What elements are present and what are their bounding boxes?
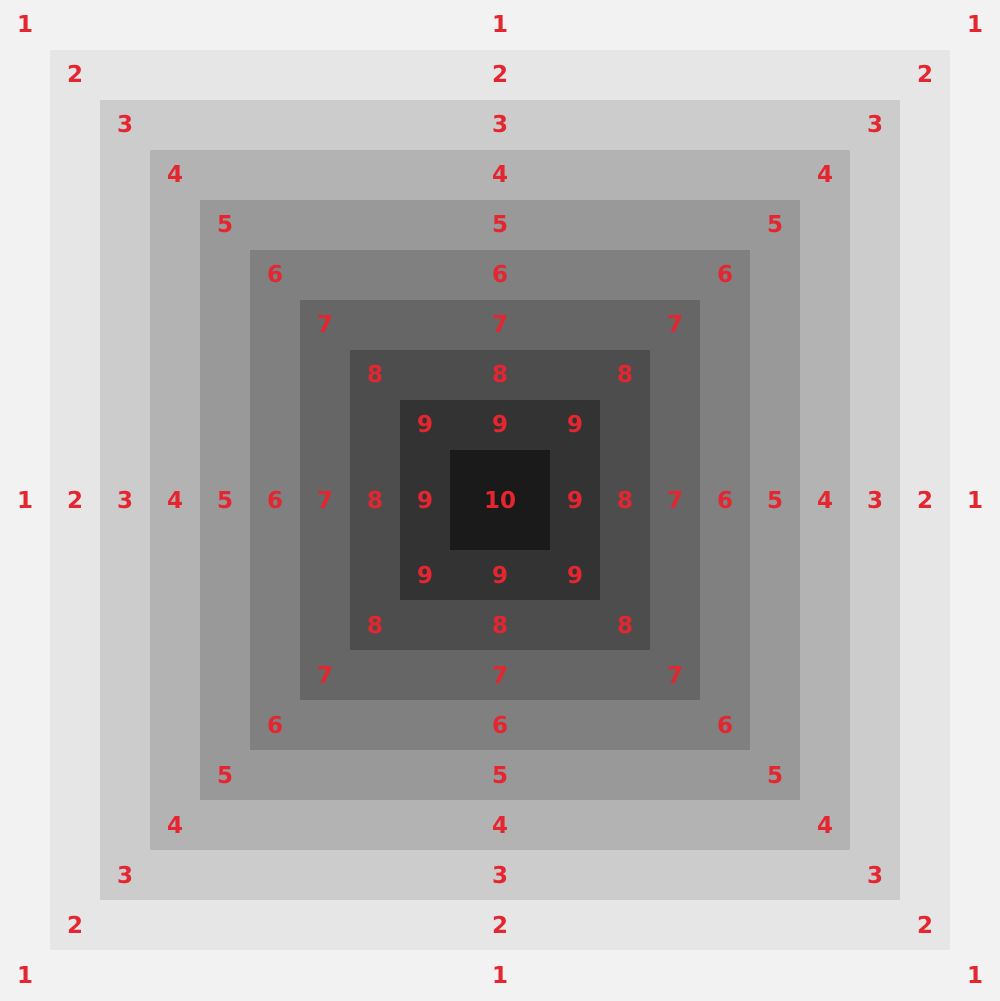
label-ring-9-left: 9 bbox=[395, 486, 455, 516]
label-ring-7-bottom: 7 bbox=[470, 661, 530, 691]
label-ring-3-bottom: 3 bbox=[470, 861, 530, 891]
label-ring-4-top-right: 4 bbox=[795, 160, 855, 190]
label-ring-6-top: 6 bbox=[470, 260, 530, 290]
label-ring-4-bottom-right: 4 bbox=[795, 811, 855, 841]
label-ring-5-top: 5 bbox=[470, 210, 530, 240]
label-ring-7-top: 7 bbox=[470, 310, 530, 340]
label-ring-4-top: 4 bbox=[470, 160, 530, 190]
label-ring-6-bottom: 6 bbox=[470, 711, 530, 741]
label-ring-7-top-right: 7 bbox=[645, 310, 705, 340]
label-ring-2-top: 2 bbox=[470, 60, 530, 90]
label-ring-7-bottom-right: 7 bbox=[645, 661, 705, 691]
label-ring-5-top-left: 5 bbox=[195, 210, 255, 240]
label-ring-5-bottom-right: 5 bbox=[745, 761, 805, 791]
label-ring-3-bottom-left: 3 bbox=[95, 861, 155, 891]
label-ring-5-bottom: 5 bbox=[470, 761, 530, 791]
label-ring-9-top: 9 bbox=[470, 410, 530, 440]
label-ring-1-top-left: 1 bbox=[0, 10, 55, 40]
label-ring-7-top-left: 7 bbox=[295, 310, 355, 340]
label-ring-9-bottom-right: 9 bbox=[545, 561, 605, 591]
label-ring-9-top-left: 9 bbox=[395, 410, 455, 440]
label-ring-3-bottom-right: 3 bbox=[845, 861, 905, 891]
label-ring-5-top-right: 5 bbox=[745, 210, 805, 240]
label-ring-2-bottom: 2 bbox=[470, 911, 530, 941]
label-ring-5-bottom-left: 5 bbox=[195, 761, 255, 791]
label-ring-1-bottom: 1 bbox=[470, 961, 530, 991]
label-ring-3-top: 3 bbox=[470, 110, 530, 140]
label-ring-8-bottom-left: 8 bbox=[345, 611, 405, 641]
label-ring-8-bottom: 8 bbox=[470, 611, 530, 641]
label-ring-2-top-right: 2 bbox=[895, 60, 955, 90]
label-ring-9-top-right: 9 bbox=[545, 410, 605, 440]
label-ring-8-top-left: 8 bbox=[345, 360, 405, 390]
label-ring-7-bottom-left: 7 bbox=[295, 661, 355, 691]
label-ring-4-bottom: 4 bbox=[470, 811, 530, 841]
label-ring-8-top: 8 bbox=[470, 360, 530, 390]
label-ring-4-top-left: 4 bbox=[145, 160, 205, 190]
label-ring-6-top-left: 6 bbox=[245, 260, 305, 290]
label-ring-2-top-left: 2 bbox=[45, 60, 105, 90]
label-ring-3-top-left: 3 bbox=[95, 110, 155, 140]
label-ring-9-bottom: 9 bbox=[470, 561, 530, 591]
label-ring-6-top-right: 6 bbox=[695, 260, 755, 290]
label-ring-1-top-right: 1 bbox=[945, 10, 1000, 40]
label-ring-1-bottom-right: 1 bbox=[945, 961, 1000, 991]
label-ring-8-top-right: 8 bbox=[595, 360, 655, 390]
label-ring-6-bottom-right: 6 bbox=[695, 711, 755, 741]
label-ring-8-bottom-right: 8 bbox=[595, 611, 655, 641]
label-ring-6-bottom-left: 6 bbox=[245, 711, 305, 741]
label-ring-3-top-right: 3 bbox=[845, 110, 905, 140]
label-ring-9-right: 9 bbox=[545, 486, 605, 516]
label-ring-9-bottom-left: 9 bbox=[395, 561, 455, 591]
label-ring-2-bottom-right: 2 bbox=[895, 911, 955, 941]
label-ring-4-bottom-left: 4 bbox=[145, 811, 205, 841]
label-ring-1-top: 1 bbox=[470, 10, 530, 40]
label-ring-1-bottom-left: 1 bbox=[0, 961, 55, 991]
label-ring-10-center: 10 bbox=[470, 486, 530, 516]
label-ring-2-bottom-left: 2 bbox=[45, 911, 105, 941]
